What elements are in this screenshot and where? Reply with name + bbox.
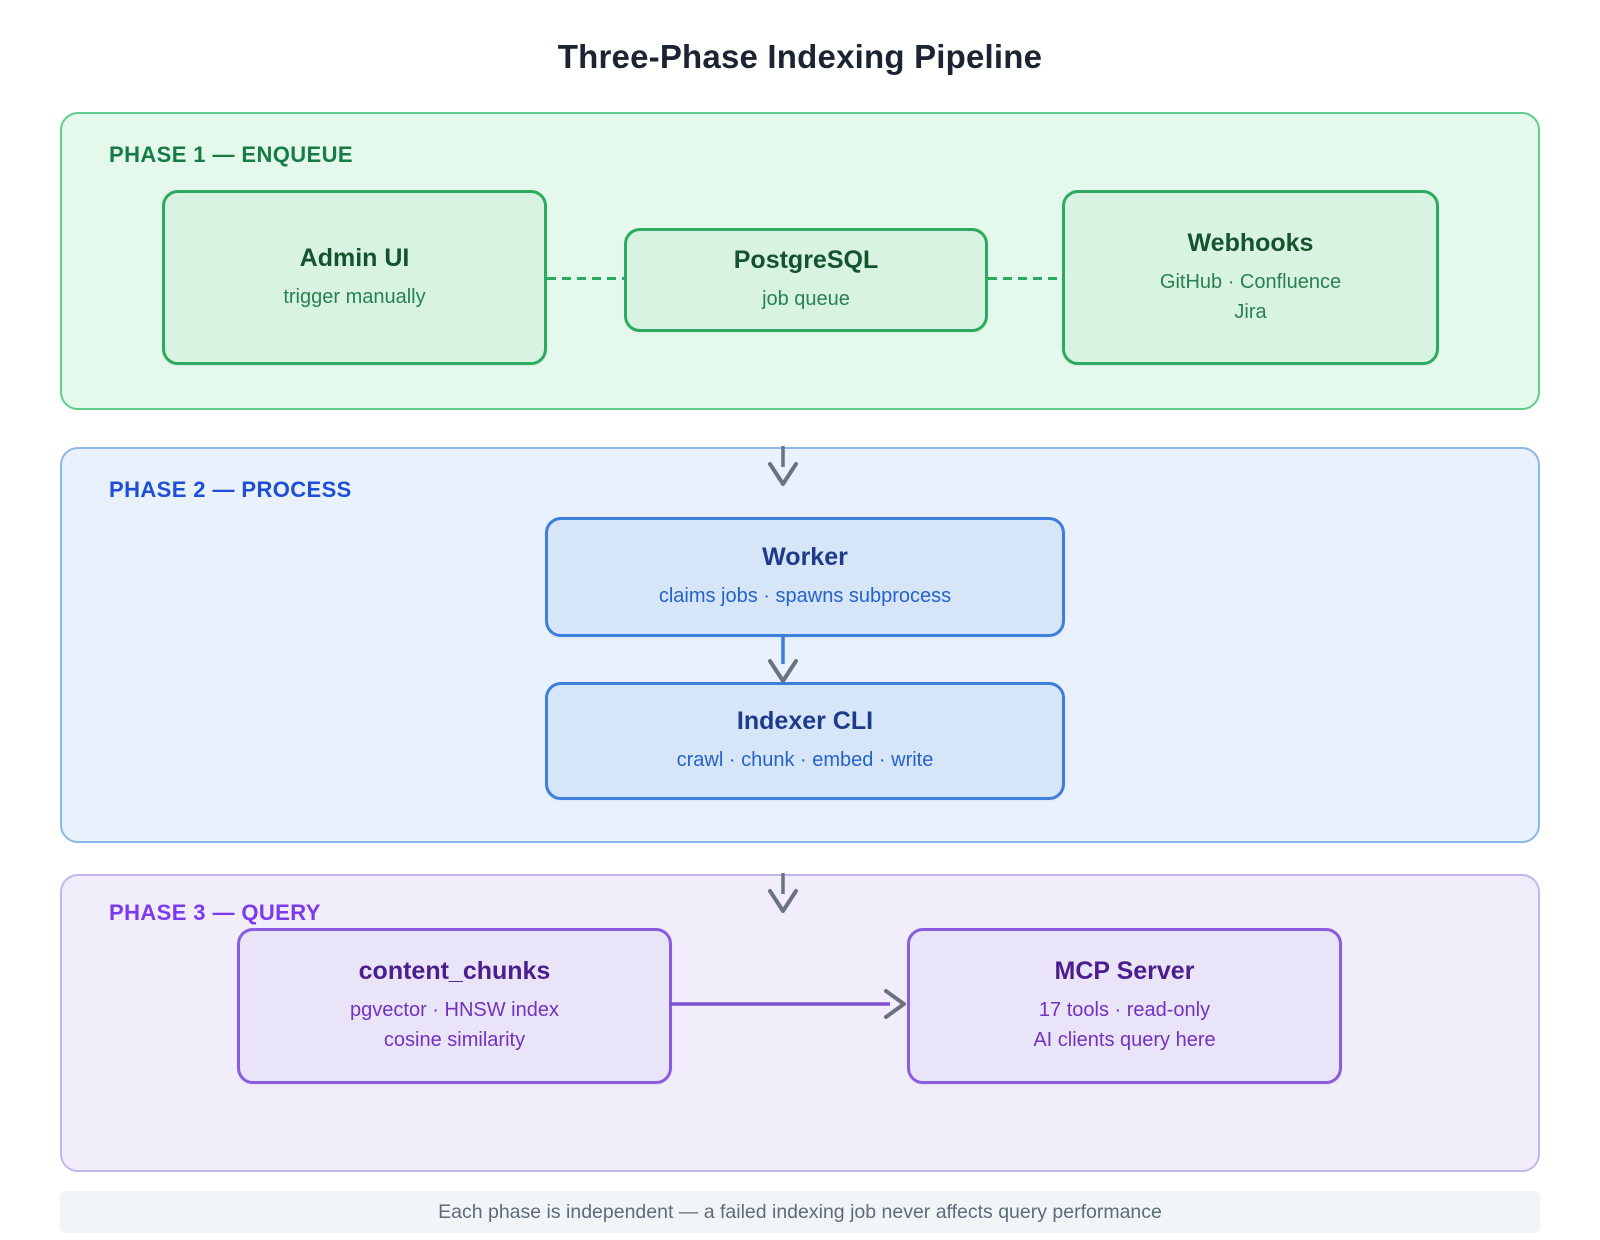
node-indexer-cli: Indexer CLI crawl · chunk · embed · writ… xyxy=(545,682,1065,800)
node-title: PostgreSQL xyxy=(733,246,879,274)
node-postgresql: PostgreSQL job queue xyxy=(624,228,988,332)
phase-3-label: PHASE 3 — QUERY xyxy=(109,900,321,925)
arrow-phase1-to-phase2-icon xyxy=(763,446,803,493)
node-subtitle: Jira xyxy=(1234,300,1267,323)
node-worker: Worker claims jobs · spawns subprocess xyxy=(545,517,1065,637)
arrow-content-chunks-to-mcp-server-icon xyxy=(670,984,907,1029)
node-title: Webhooks xyxy=(1187,228,1314,257)
footer-note: Each phase is independent — a failed ind… xyxy=(438,1200,1162,1223)
footer-bar: Each phase is independent — a failed ind… xyxy=(60,1191,1540,1233)
node-subtitle: 17 tools · read-only xyxy=(1038,999,1211,1021)
node-admin-ui: Admin UI trigger manually xyxy=(162,190,547,365)
node-subtitle: trigger manually xyxy=(283,285,426,308)
phase-1-label: PHASE 1 — ENQUEUE xyxy=(109,142,353,167)
connector-admin-postgres xyxy=(547,277,624,280)
node-content-chunks: content_chunks pgvector · HNSW index cos… xyxy=(237,928,672,1084)
node-subtitle: job queue xyxy=(762,288,850,310)
phase-2-container: PHASE 2 — PROCESS Worker claims jobs · s… xyxy=(60,447,1540,843)
node-title: Indexer CLI xyxy=(736,707,874,735)
node-subtitle: AI clients query here xyxy=(1033,1029,1216,1051)
node-subtitle: crawl · chunk · embed · write xyxy=(676,749,934,771)
node-subtitle: cosine similarity xyxy=(383,1029,526,1051)
arrow-phase2-to-phase3-icon xyxy=(763,873,803,920)
connector-postgres-webhooks xyxy=(988,277,1062,280)
phase-3-container: PHASE 3 — QUERY content_chunks pgvector … xyxy=(60,874,1540,1172)
node-subtitle: GitHub · Confluence xyxy=(1159,270,1342,293)
phase-1-container: PHASE 1 — ENQUEUE Admin UI trigger manua… xyxy=(60,112,1540,410)
arrow-worker-to-indexer-icon xyxy=(763,634,803,689)
node-mcp-server: MCP Server 17 tools · read-only AI clien… xyxy=(907,928,1342,1084)
node-title: Admin UI xyxy=(299,243,410,272)
phase-2-label: PHASE 2 — PROCESS xyxy=(109,477,352,502)
node-webhooks: Webhooks GitHub · Confluence Jira xyxy=(1062,190,1439,365)
node-subtitle: claims jobs · spawns subprocess xyxy=(658,585,952,607)
node-title: MCP Server xyxy=(1054,957,1195,985)
node-title: Worker xyxy=(762,543,848,571)
node-title: content_chunks xyxy=(358,957,551,985)
node-subtitle: pgvector · HNSW index xyxy=(350,999,559,1021)
page-title: Three-Phase Indexing Pipeline xyxy=(557,38,1043,75)
